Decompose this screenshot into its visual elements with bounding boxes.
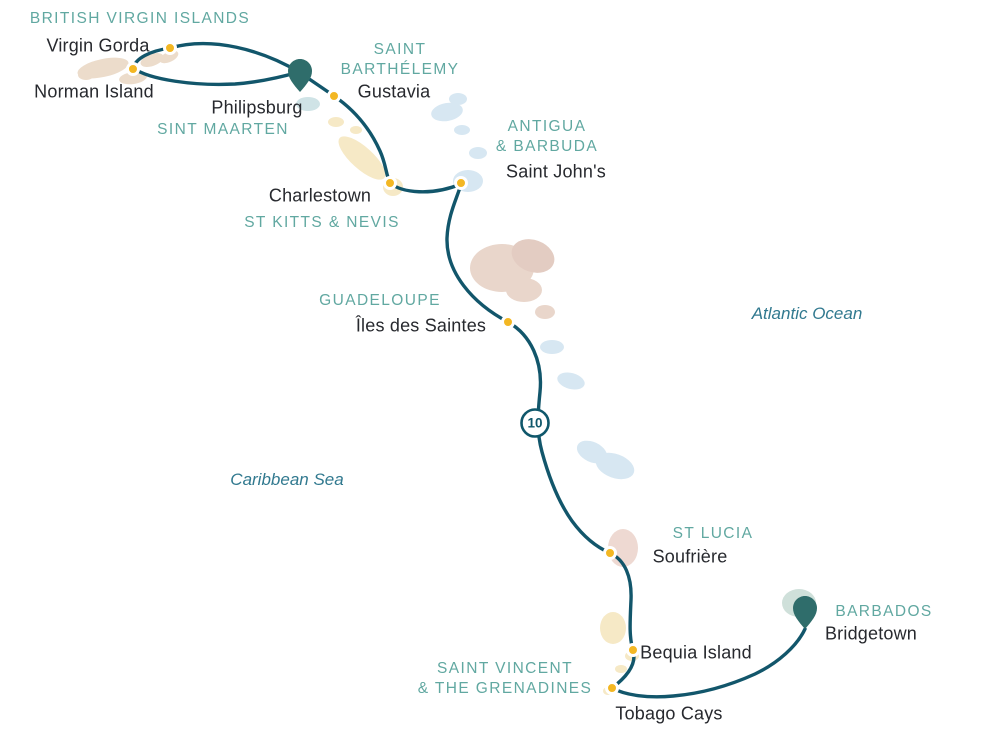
port-label-charlestown: Charlestown: [268, 185, 372, 206]
port-dot-gustavia[interactable]: [327, 89, 341, 103]
port-dot-charlestown[interactable]: [383, 176, 397, 190]
region-label-st-lucia: ST LUCIA: [672, 525, 754, 543]
port-dot-saint-johns[interactable]: [454, 176, 468, 190]
route-line: [131, 41, 807, 699]
port-dot-bequia-island[interactable]: [626, 643, 640, 657]
port-label-bequia-island: Bequia Island: [640, 642, 752, 663]
port-label-philipsburg: Philipsburg: [211, 97, 303, 118]
port-dot-soufriere[interactable]: [603, 546, 617, 560]
region-label-saint-barthelemy: SAINT BARTHÉLEMY: [340, 41, 460, 78]
port-label-tobago-cays: Tobago Cays: [615, 703, 723, 724]
port-dot-norman-island[interactable]: [126, 62, 140, 76]
port-dot-tobago-cays[interactable]: [605, 681, 619, 695]
region-label-barbados: BARBADOS: [835, 603, 933, 621]
port-label-gustavia: Gustavia: [357, 81, 431, 102]
pin-philipsburg[interactable]: [288, 59, 312, 92]
island-shapes: [77, 50, 816, 695]
route-badge: 10: [520, 408, 550, 438]
region-label-sint-maarten: SINT MAARTEN: [157, 121, 289, 139]
port-dots: [126, 41, 640, 695]
region-label-guadeloupe: GUADELOUPE: [319, 292, 441, 310]
region-label-st-kitts-nevis: ST KITTS & NEVIS: [244, 214, 400, 232]
region-label-british-virgin-islands: BRITISH VIRGIN ISLANDS: [29, 10, 251, 28]
port-dot-iles-des-saintes[interactable]: [501, 315, 515, 329]
route-badge-value: 10: [527, 416, 542, 431]
port-label-norman-island: Norman Island: [34, 81, 154, 102]
port-dot-virgin-gorda[interactable]: [163, 41, 177, 55]
port-label-iles-des-saintes: Îles des Saintes: [355, 315, 487, 336]
ocean-label-caribbean-sea: Caribbean Sea: [230, 470, 344, 490]
port-label-saint-johns: Saint John's: [506, 161, 606, 182]
port-label-bridgetown: Bridgetown: [824, 623, 918, 644]
port-label-virgin-gorda: Virgin Gorda: [46, 35, 150, 56]
port-label-soufriere: Soufrière: [652, 546, 728, 567]
region-label-antigua-barbuda: ANTIGUA & BARBUDA: [495, 118, 599, 155]
region-label-saint-vincent-grenadines: SAINT VINCENT & THE GRENADINES: [417, 660, 593, 697]
ocean-label-atlantic-ocean: Atlantic Ocean: [751, 304, 863, 324]
pin-bridgetown[interactable]: [793, 596, 817, 629]
